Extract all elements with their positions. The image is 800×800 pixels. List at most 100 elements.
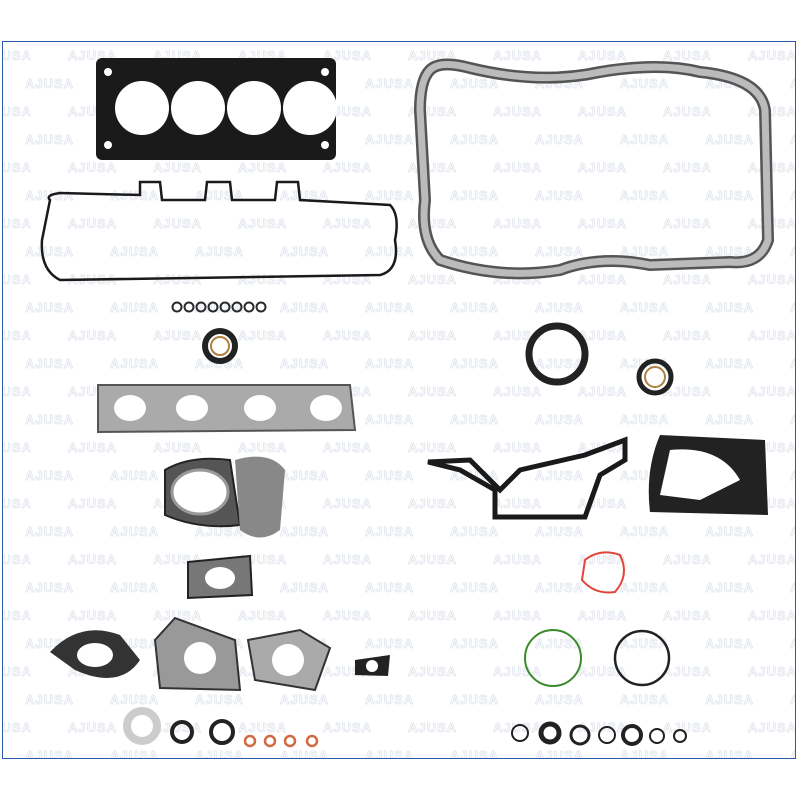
o-ring	[209, 719, 235, 745]
watermark-logo: AJUSA	[620, 524, 669, 539]
watermark-logo: AJUSA	[408, 720, 457, 735]
watermark-logo: AJUSA	[620, 748, 669, 758]
watermark-logo: AJUSA	[25, 468, 74, 483]
watermark-logo: AJUSA	[535, 412, 584, 427]
watermark-logo: AJUSA	[620, 300, 669, 315]
watermark-logo: AJUSA	[3, 104, 32, 119]
watermark-logo: AJUSA	[450, 636, 499, 651]
watermark-logo: AJUSA	[450, 692, 499, 707]
watermark-logo: AJUSA	[408, 608, 457, 623]
watermark-logo: AJUSA	[450, 356, 499, 371]
watermark-logo: AJUSA	[110, 244, 159, 259]
watermark-logo: AJUSA	[195, 748, 244, 758]
egr-gasket-2	[153, 616, 242, 692]
watermark-logo: AJUSA	[25, 356, 74, 371]
watermark-logo: AJUSA	[493, 440, 542, 455]
valve-stem-seals	[171, 301, 267, 313]
watermark-logo: AJUSA	[68, 216, 117, 231]
watermark-logo: AJUSA	[748, 664, 795, 679]
watermark-logo: AJUSA	[408, 384, 457, 399]
watermark-logo: AJUSA	[450, 244, 499, 259]
watermark-logo: AJUSA	[110, 580, 159, 595]
watermark-logo: AJUSA	[493, 664, 542, 679]
watermark-logo: AJUSA	[3, 160, 32, 175]
watermark-logo: AJUSA	[25, 692, 74, 707]
watermark-logo: AJUSA	[450, 76, 499, 91]
watermark-logo: AJUSA	[705, 580, 754, 595]
watermark-logo: AJUSA	[578, 384, 627, 399]
exhaust-flange-gasket	[187, 554, 254, 600]
watermark-logo: AJUSA	[663, 328, 712, 343]
watermark-logo: AJUSA	[790, 132, 795, 147]
watermark-logo: AJUSA	[238, 720, 287, 735]
watermark-logo: AJUSA	[3, 552, 32, 567]
watermark-logo: AJUSA	[408, 272, 457, 287]
watermark-logo: AJUSA	[3, 664, 32, 679]
o-ring-large	[613, 629, 671, 687]
watermark-logo: AJUSA	[365, 692, 414, 707]
watermark-logo: AJUSA	[323, 48, 372, 63]
watermark-logo: AJUSA	[408, 440, 457, 455]
watermark-logo: AJUSA	[25, 580, 74, 595]
watermark-logo: AJUSA	[238, 440, 287, 455]
watermark-logo: AJUSA	[450, 580, 499, 595]
watermark-logo: AJUSA	[365, 468, 414, 483]
watermark-logo: AJUSA	[365, 244, 414, 259]
watermark-logo: AJUSA	[365, 132, 414, 147]
watermark-logo: AJUSA	[790, 524, 795, 539]
watermark-logo: AJUSA	[450, 132, 499, 147]
timing-cover-gasket	[427, 436, 628, 520]
watermark-logo: AJUSA	[408, 496, 457, 511]
watermark-logo: AJUSA	[705, 412, 754, 427]
watermark-logo: AJUSA	[450, 748, 499, 758]
watermark-logo: AJUSA	[280, 188, 329, 203]
valve-stem-seal	[195, 301, 207, 313]
watermark-logo: AJUSA	[535, 132, 584, 147]
watermark-logo: AJUSA	[323, 720, 372, 735]
watermark-logo: AJUSA	[25, 412, 74, 427]
o-rings	[170, 719, 687, 746]
valve-stem-seal	[171, 301, 183, 313]
watermark-logo: AJUSA	[705, 188, 754, 203]
watermark-logo: AJUSA	[493, 104, 542, 119]
watermark-logo: AJUSA	[3, 440, 32, 455]
watermark-logo: AJUSA	[323, 552, 372, 567]
watermark-logo: AJUSA	[68, 160, 117, 175]
watermark-logo: AJUSA	[748, 272, 795, 287]
watermark-logo: AJUSA	[705, 132, 754, 147]
watermark-logo: AJUSA	[620, 244, 669, 259]
o-ring	[598, 726, 616, 744]
watermark-logo: AJUSA	[365, 356, 414, 371]
watermark-logo: AJUSA	[578, 552, 627, 567]
watermark-logo: AJUSA	[493, 720, 542, 735]
crankshaft-seal-rear	[525, 322, 589, 386]
watermark-logo: AJUSA	[25, 748, 74, 758]
watermark-logo: AJUSA	[280, 524, 329, 539]
watermark-logo: AJUSA	[535, 188, 584, 203]
watermark-logo: AJUSA	[535, 636, 584, 651]
camshaft-seal	[202, 328, 238, 364]
watermark-logo: AJUSA	[3, 216, 32, 231]
watermark-logo: AJUSA	[748, 552, 795, 567]
watermark-logo: AJUSA	[68, 720, 117, 735]
valve-stem-seal	[207, 301, 219, 313]
watermark-logo: AJUSA	[3, 720, 32, 735]
egr-gasket-1	[50, 630, 140, 678]
o-ring	[511, 724, 529, 742]
watermark-logo: AJUSA	[280, 692, 329, 707]
watermark-logo: AJUSA	[153, 328, 202, 343]
watermark-logo: AJUSA	[280, 356, 329, 371]
watermark-logo: AJUSA	[620, 132, 669, 147]
watermark-logo: AJUSA	[195, 524, 244, 539]
watermark-logo: AJUSA	[790, 748, 795, 758]
watermark-logo: AJUSA	[238, 216, 287, 231]
valve-cover-gasket	[40, 180, 398, 282]
watermark-logo: AJUSA	[25, 132, 74, 147]
watermark-logo: AJUSA	[493, 384, 542, 399]
watermark-logo: AJUSA	[535, 356, 584, 371]
watermark-logo: AJUSA	[493, 552, 542, 567]
watermark-logo: AJUSA	[68, 440, 117, 455]
watermark-logo: AJUSA	[790, 244, 795, 259]
copper-washer	[305, 734, 319, 748]
watermark-logo: AJUSA	[110, 300, 159, 315]
